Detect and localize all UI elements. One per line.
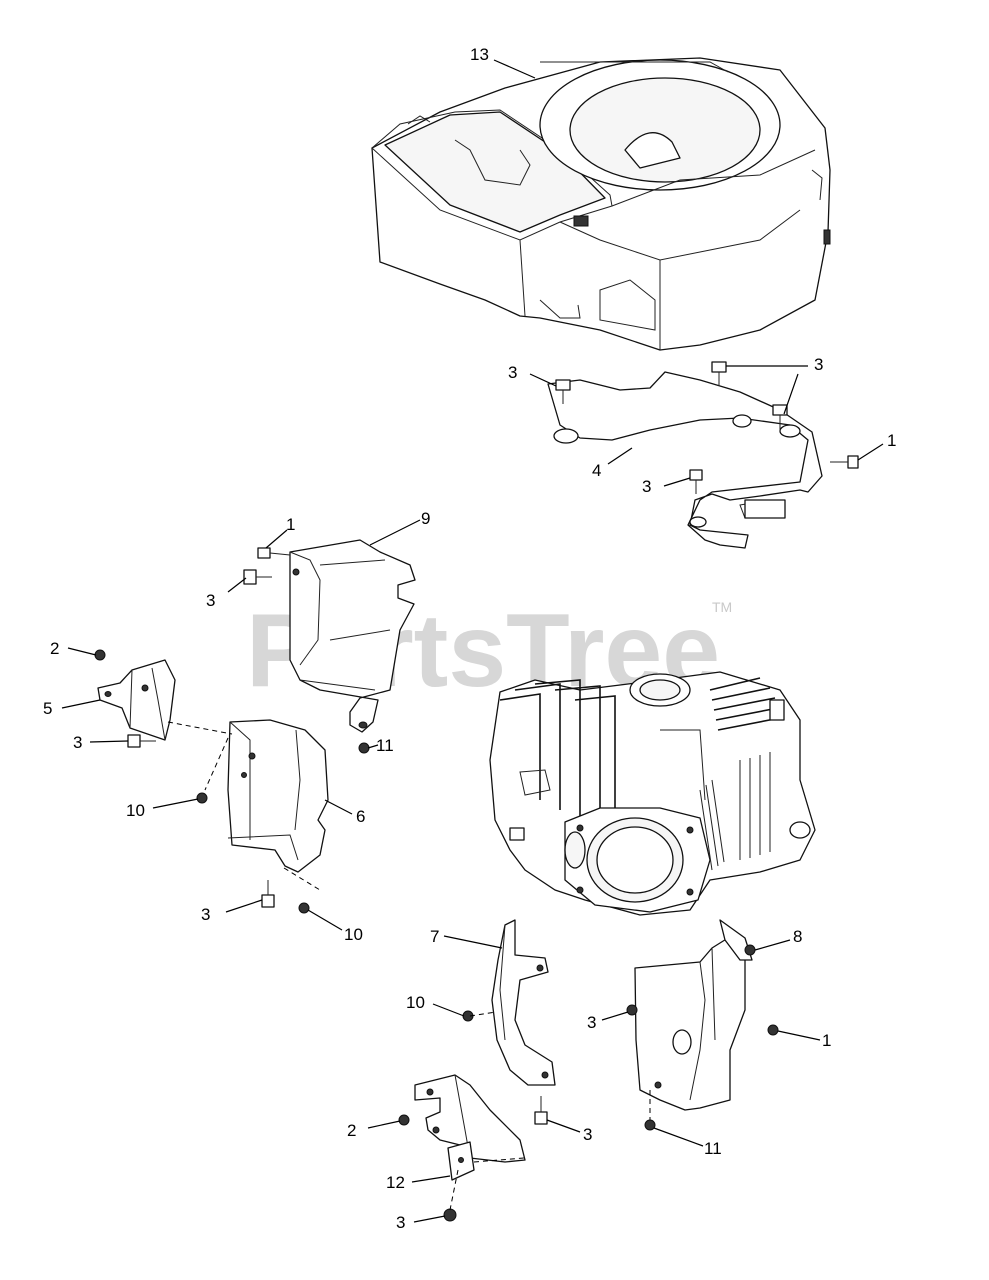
alignment-lines: [167, 721, 651, 1211]
cylinder-shroud-part-9: [289, 539, 416, 733]
bolt-icon: [534, 1096, 548, 1125]
callout-1: 1: [822, 1031, 831, 1050]
shroud-part-7: [491, 919, 556, 1086]
nut-icon: [358, 742, 370, 754]
callout-3: 3: [814, 355, 823, 374]
callout-10: 10: [344, 925, 363, 944]
callout-2: 2: [347, 1121, 356, 1140]
nut-icon: [443, 1208, 457, 1222]
callout-10: 10: [406, 993, 425, 1012]
callout-12: 12: [386, 1173, 405, 1192]
bolt-icon: [711, 361, 727, 386]
bolt-icon: [127, 734, 156, 748]
callout-3: 3: [642, 477, 651, 496]
nut-icon: [94, 649, 106, 661]
bolt-icon: [257, 547, 291, 559]
bolt-icon: [261, 880, 275, 908]
mounting-bracket-part-4: [547, 371, 823, 549]
callout-4: 4: [592, 461, 601, 480]
callout-3: 3: [583, 1125, 592, 1144]
small-plate-part-12: [447, 1141, 475, 1181]
callout-3: 3: [396, 1213, 405, 1232]
callout-13: 13: [470, 45, 489, 64]
nut-icon: [644, 1119, 656, 1131]
callout-11: 11: [376, 736, 394, 755]
callout-8: 8: [793, 927, 802, 946]
bolt-icon: [243, 569, 272, 585]
callout-9: 9: [421, 509, 430, 528]
callout-3: 3: [201, 905, 210, 924]
engine-block: [489, 671, 816, 916]
callout-3: 3: [508, 363, 517, 382]
callout-3: 3: [587, 1013, 596, 1032]
watermark-trademark: TM: [712, 599, 732, 615]
callout-labels: 13 3 3 1 4 3 1 9 3 2 5 11 3 10 6 3 10 7 …: [43, 45, 896, 1232]
callout-3: 3: [73, 733, 82, 752]
nut-icon: [398, 1114, 410, 1126]
bolt-icon: [555, 379, 571, 404]
callout-1: 1: [286, 515, 295, 534]
callout-2: 2: [50, 639, 59, 658]
bolt-icon: [689, 469, 703, 494]
bolt-icon: [767, 1024, 779, 1036]
nut-icon: [196, 792, 208, 804]
nut-icon: [626, 1004, 638, 1016]
callout-5: 5: [43, 699, 52, 718]
callout-11: 11: [704, 1139, 722, 1158]
bolt-icon: [772, 404, 788, 430]
callout-6: 6: [356, 807, 365, 826]
shroud-part-8: [634, 919, 753, 1111]
nut-icon: [744, 944, 756, 956]
bolt-icon: [830, 455, 859, 469]
callout-1: 1: [887, 431, 896, 450]
blower-housing-part-13: [371, 57, 831, 351]
callout-10: 10: [126, 801, 145, 820]
leader-lines: [61, 59, 884, 1223]
callout-7: 7: [430, 927, 439, 946]
bracket-part-5: [97, 659, 176, 741]
cylinder-shroud-part-6: [227, 719, 329, 873]
nut-icon: [298, 902, 310, 914]
callout-3: 3: [206, 591, 215, 610]
hardware: [94, 361, 859, 1222]
